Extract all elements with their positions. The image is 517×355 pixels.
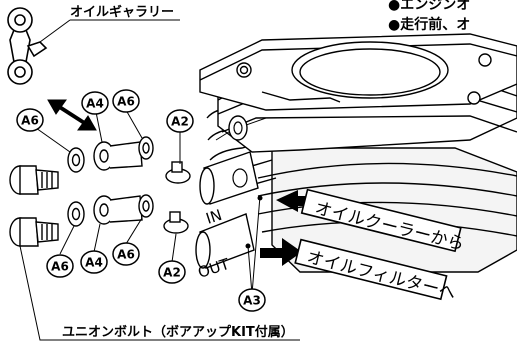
union-port-top-hole (233, 121, 243, 135)
a3-dot-in (257, 195, 263, 201)
hose-out (195, 213, 255, 269)
callout-a6-bottom-left-text: A6 (51, 260, 69, 274)
a3-dot-out (245, 243, 251, 249)
callout-a2-bottom-text: A2 (163, 266, 181, 280)
oil-gallery-fitting (7, 7, 48, 85)
washer-top-1 (67, 147, 85, 173)
callout-a4-bottom-text: A4 (85, 256, 103, 270)
callout-a6-top-right-text: A6 (117, 95, 135, 109)
washer-bottom-1 (67, 201, 85, 227)
port-in-label: IN (204, 206, 224, 228)
flow-arrow-out (260, 238, 302, 266)
union-port-mid (232, 168, 248, 188)
union-bolt-top (9, 165, 59, 195)
oil-gallery-leader (39, 19, 71, 43)
oil-gallery-label: オイルギャラリー (70, 4, 174, 20)
to-oil-filter-box (294, 238, 448, 301)
callout-a6-bottom-right-text: A6 (117, 248, 135, 262)
callout-a6-bottom-right: A6 (112, 242, 140, 266)
washer-top-2 (138, 136, 154, 160)
cylinder-body (199, 33, 517, 273)
washer-bottom-2 (138, 194, 154, 218)
union-bolt-label: ユニオンボルト（ボアアップKIT付属） (62, 324, 294, 340)
note-line-1: ●エンジンオ (388, 0, 470, 13)
from-oil-cooler-box (300, 188, 462, 253)
callout-a6-bottom-left: A6 (46, 254, 74, 278)
callout-a3: A3 (238, 288, 266, 312)
banjo-fitting-top (93, 141, 143, 171)
hose-clamp-bottom (163, 211, 189, 234)
union-bolt-bottom (9, 217, 59, 247)
callout-leaders (19, 109, 300, 341)
callout-a6-top-left: A6 (16, 108, 44, 132)
flow-arrow-in (276, 190, 318, 212)
direction-double-arrow (47, 99, 97, 131)
callout-a2-top: A2 (166, 109, 194, 133)
callout-a6-top-right: A6 (112, 89, 140, 113)
note-line-2: ●走行前、オ (388, 16, 470, 33)
callout-a4-top-text: A4 (86, 97, 104, 111)
callout-a4-top: A4 (81, 91, 109, 115)
hose-in (199, 151, 259, 205)
callout-a4-bottom: A4 (80, 250, 108, 274)
banjo-fitting-bottom (93, 195, 143, 225)
callout-a2-top-text: A2 (171, 115, 189, 129)
callout-a6-top-left-text: A6 (21, 114, 39, 128)
callout-a3-text: A3 (243, 294, 261, 308)
hose-clamp-top (165, 161, 191, 184)
callout-a2-bottom: A2 (158, 260, 186, 284)
